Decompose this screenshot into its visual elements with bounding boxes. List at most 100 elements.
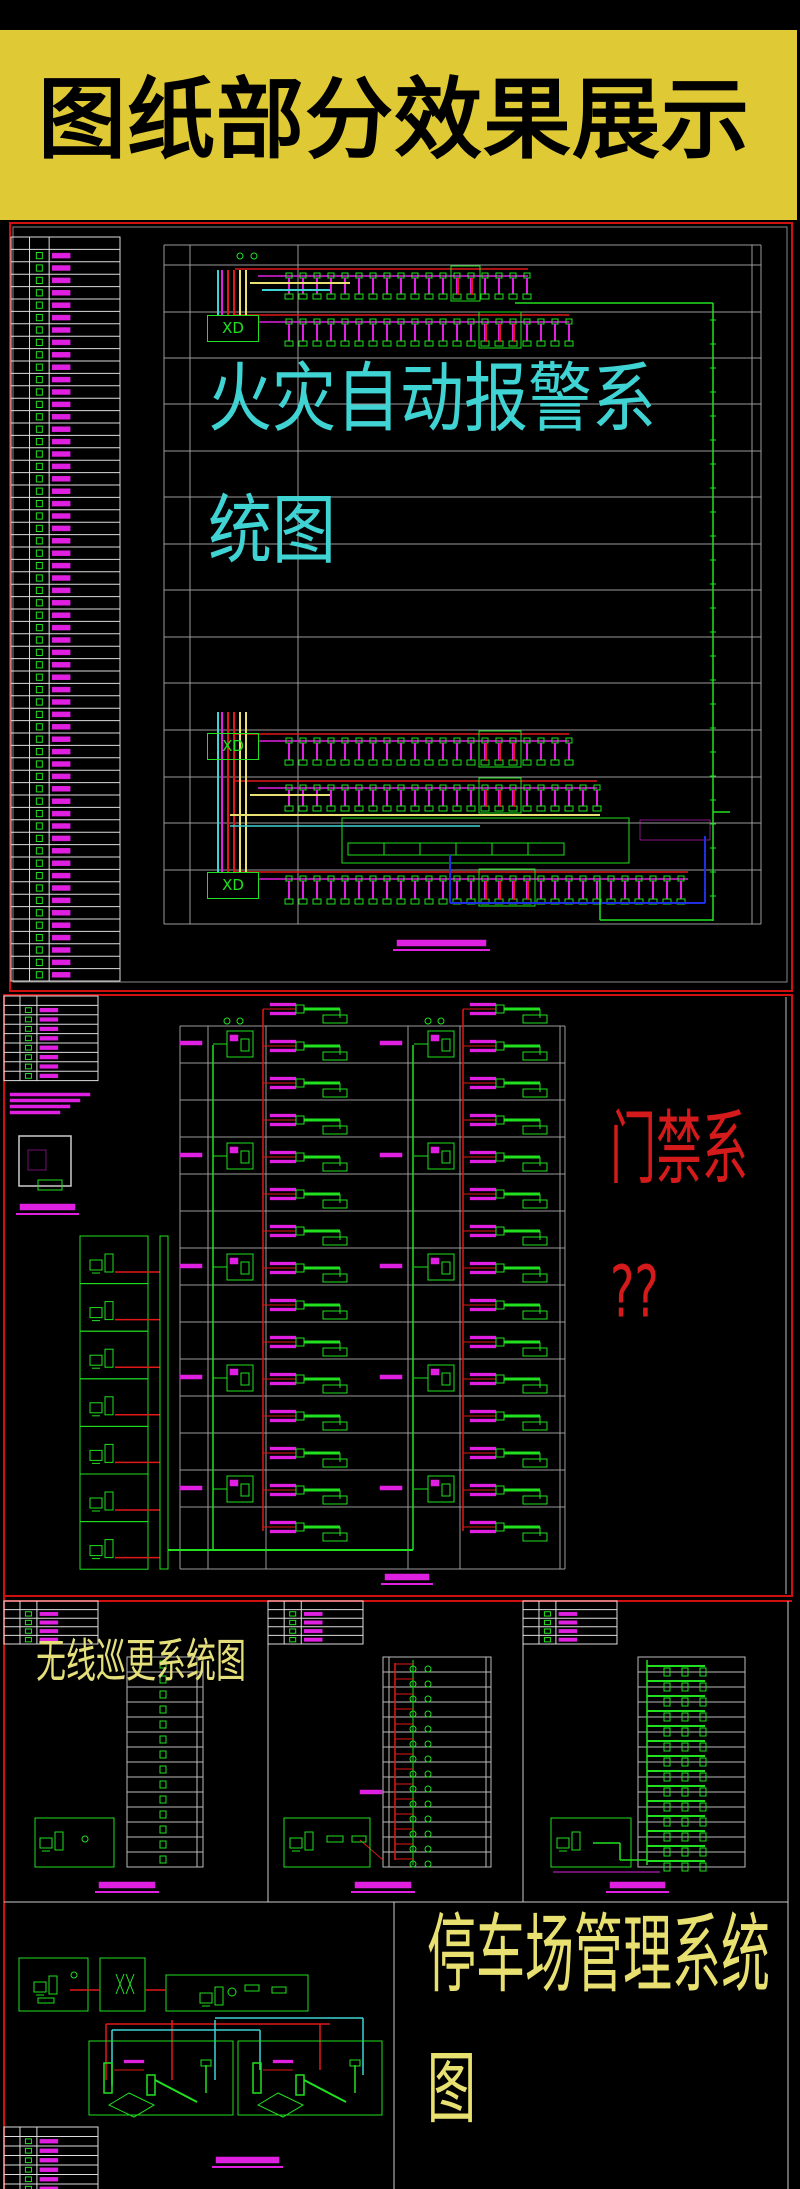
floor-label [379,1152,403,1158]
module-icon [340,293,350,300]
note-text-mark [9,1110,61,1115]
module-icon [410,898,420,905]
controller-relay [240,1038,250,1052]
panel2-computer-box [283,1817,371,1868]
door-lock-icon [522,1458,548,1468]
module-icon [354,759,364,766]
module-icon [312,805,322,812]
door-label [269,1529,297,1534]
control-module-cell [491,842,529,856]
module-icon [340,805,350,812]
panel2-device-icon [409,1725,417,1733]
door-lock-icon [322,1421,348,1431]
legend-symbol-icon [24,2157,32,2164]
panel2-device-icon [409,1680,417,1688]
door-lock-icon [522,1347,548,1357]
controller-relay [441,1150,451,1164]
legend-text-mark [51,674,71,680]
panel3-device-icon [681,1772,689,1782]
fire-alarm-title-line2: 统图 [208,488,336,576]
access-control-note: ?? [610,1249,659,1334]
panel3-device-icon [663,1817,671,1827]
panel3-device-icon [681,1742,689,1752]
gate-label [272,2059,294,2064]
module-icon [354,340,364,347]
access-control-legend-table [3,995,99,1082]
panel2-device-icon [424,1815,432,1823]
door-label [269,1446,297,1451]
xd-panel-1: XD [207,315,259,342]
module-icon [312,898,322,905]
module-icon [452,805,462,812]
patrol-point-icon [159,1765,167,1774]
barrier-arm [303,2079,347,2103]
legend-text-mark [51,277,71,284]
control-module-cell [347,842,385,856]
panel3-device-icon [663,1862,671,1872]
legend-symbol-icon [35,661,43,669]
drawing-caption [215,2156,280,2164]
card-reader-icon [295,1485,305,1495]
module-icon [326,340,336,347]
panel3-device-icon [663,1712,671,1722]
legend-symbol-icon [289,1637,297,1643]
card-reader-icon [295,1374,305,1384]
control-module-cell [527,842,565,856]
legend-text-mark [558,1637,578,1642]
module-icon [410,805,420,812]
legend-text-mark [51,575,71,581]
module-icon [326,805,336,812]
panel3-device-icon [681,1757,689,1767]
legend-text-mark [51,748,71,755]
door-label [269,1381,297,1386]
legend-symbol-icon [24,2138,32,2145]
patrol-point-icon [159,1795,167,1804]
module-icon [326,759,336,766]
module-icon [578,805,588,812]
legend-text-mark [39,1637,59,1642]
legend-symbol-icon [35,760,43,768]
legend-symbol-icon [35,450,43,458]
drawing-caption [354,1881,412,1889]
controller-label [229,1257,239,1265]
card-reader-icon [295,1263,305,1273]
module-icon [410,759,420,766]
panel3-device-icon [681,1697,689,1707]
legend-text-mark [39,1629,59,1634]
controller-relay [441,1038,451,1052]
door-detail-box [18,1135,72,1187]
door-label [469,1187,497,1192]
floor-label [379,1485,403,1491]
legend-symbol-icon [35,438,43,446]
module-icon [382,898,392,905]
legend-symbol-icon [24,1063,32,1070]
module-icon [396,805,406,812]
module-icon [312,293,322,300]
workstation-computer-icon [89,1307,103,1319]
workstation-computer-icon [89,1449,103,1461]
legend-text-mark [39,1611,59,1616]
patrol-point-icon [159,1840,167,1849]
panel3-device-icon [699,1802,707,1812]
door-detail-label [27,1149,47,1171]
panel3-device-icon [681,1847,689,1857]
module-icon [396,759,406,766]
door-label [269,1409,297,1414]
module-icon [550,759,560,766]
legend-text-mark [51,934,71,941]
door-label [269,1298,297,1303]
panel3-device-icon [663,1697,671,1707]
device-group-box [478,777,522,814]
door-label [469,1270,497,1275]
door-label [269,1076,297,1081]
card-reader-icon [495,1189,505,1199]
door-label [469,1529,497,1534]
card-reader-icon [295,1078,305,1088]
legend-symbol-icon [35,872,43,880]
door-label [469,1298,497,1303]
patrol-point-icon [159,1750,167,1759]
card-reader-icon [295,1004,305,1014]
module-icon [550,340,560,347]
legend-symbol-icon [35,512,43,520]
door-label [469,1344,497,1349]
